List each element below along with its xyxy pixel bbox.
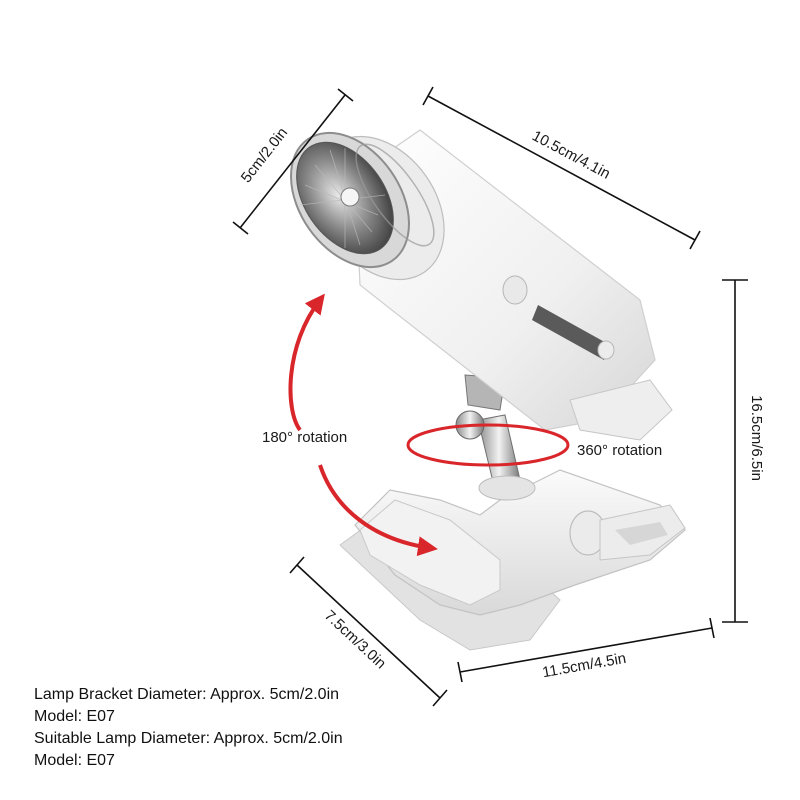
swivel-rotation-ellipse <box>406 423 570 467</box>
dimension-label-diameter: 5cm/2.0in <box>238 124 291 186</box>
tilt-rotation-label: 180° rotation <box>262 429 347 446</box>
dimension-line-clip-depth <box>289 556 448 707</box>
spec-lamp-diameter: Suitable Lamp Diameter: Approx. 5cm/2.0i… <box>34 730 343 747</box>
dimension-line-height <box>722 279 748 623</box>
dimension-label-clip-depth: 7.5cm/3.0in <box>321 607 389 672</box>
spec-bracket-diameter: Lamp Bracket Diameter: Approx. 5cm/2.0in <box>34 686 340 703</box>
dimension-label-height: 16.5cm/6.5in <box>748 395 765 481</box>
tilt-rotation-arrow <box>288 293 438 557</box>
dimension-line-length <box>422 86 701 250</box>
dimension-line-diameter <box>232 88 354 235</box>
lamp-housing <box>290 129 673 441</box>
spec-model: Model: E07 <box>34 708 115 725</box>
spec-list: Lamp Bracket Diameter: Approx. 5cm/2.0in… <box>34 684 343 772</box>
dimension-label-length: 10.5cm/4.1in <box>529 127 613 182</box>
dimension-label-clip-width: 11.5cm/4.5in <box>541 650 627 681</box>
swivel-rotation-label: 360° rotation <box>577 442 662 459</box>
dimension-line-clip-width <box>457 617 715 683</box>
spec-model-repeat: Model: E07 <box>34 752 115 769</box>
